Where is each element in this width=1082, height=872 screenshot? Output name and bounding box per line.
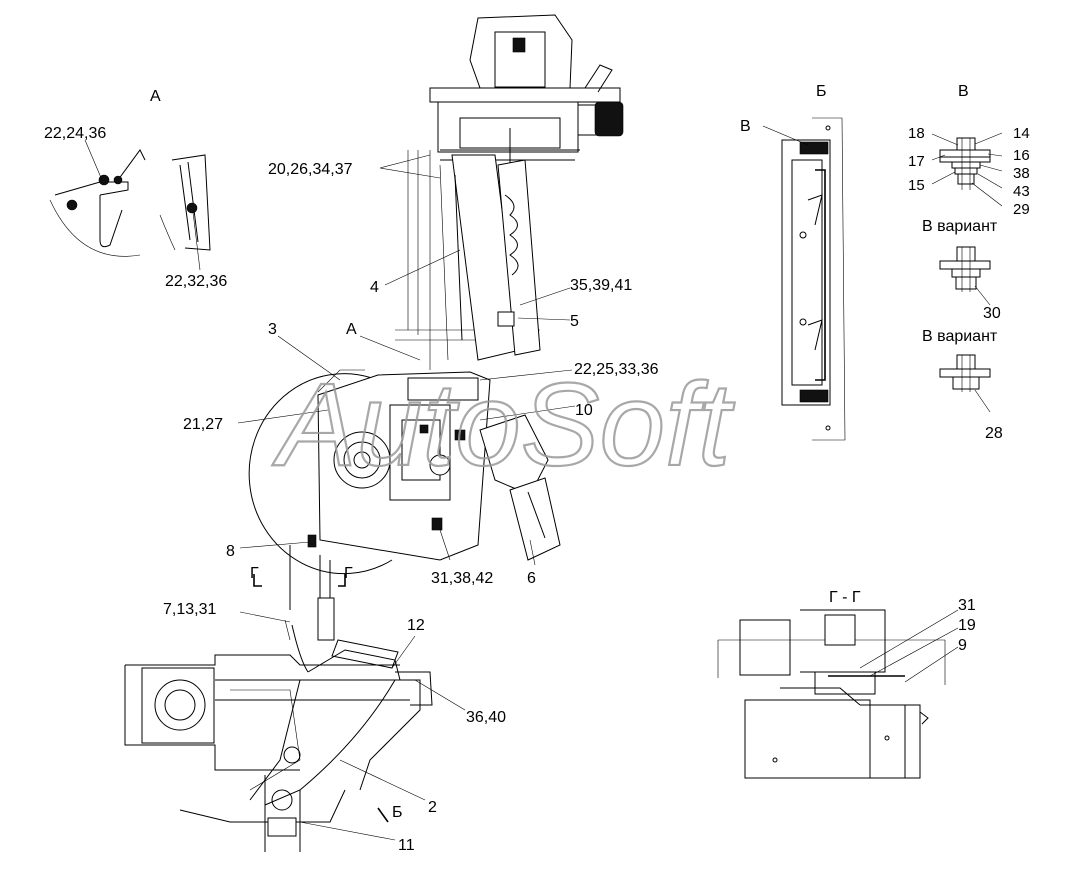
callouts: 20,26,34,37 4 35,39,41 5 3 А 22,25,33,36… (163, 154, 659, 854)
section-marks: Г Г (250, 565, 353, 587)
column (451, 154, 541, 361)
view-b-label-v: В (740, 118, 751, 135)
watermark: AutoSoft (272, 359, 735, 491)
lower-frame (124, 654, 433, 852)
section-gg-label-9: 9 (958, 637, 967, 654)
callout-5: 5 (570, 313, 579, 330)
section-gg-label-19: 19 (958, 617, 976, 634)
callout-20-26-34-37: 20,26,34,37 (268, 161, 353, 178)
callout-8: 8 (226, 543, 235, 560)
detail-a-label-top: 22,24,36 (44, 125, 106, 142)
detail-a: А 22,24,36 22,32,36 (44, 88, 227, 290)
callout-22-25-33-36: 22,25,33,36 (574, 361, 659, 378)
view-v-label-17: 17 (908, 153, 925, 170)
view-v-label-15: 15 (908, 177, 925, 194)
section-gg-title: Г - Г (829, 589, 861, 606)
detail-a-label-bottom: 22,32,36 (165, 273, 227, 290)
callout-a: А (346, 321, 357, 338)
callout-b: Б (392, 804, 403, 821)
view-v-variant-caption-2: В вариант (922, 328, 998, 345)
view-v: В 18 17 15 14 16 38 43 29 В вариант 30 В… (908, 83, 1030, 442)
gearbox (307, 371, 491, 561)
view-v-label-29: 29 (1013, 201, 1030, 218)
callout-31-38-42: 31,38,42 (431, 570, 493, 587)
section-gg: Г - Г 31 19 9 (717, 589, 976, 779)
view-v-variant-caption-1: В вариант (922, 218, 998, 235)
view-v-label-18: 18 (908, 125, 925, 142)
view-v-label-16: 16 (1013, 147, 1030, 164)
view-v-title: В (958, 83, 969, 100)
section-gg-label-31: 31 (958, 597, 976, 614)
callout-10: 10 (575, 402, 593, 419)
view-v-label-14: 14 (1013, 125, 1030, 142)
callout-11: 11 (398, 837, 415, 854)
section-mark-left: Г (250, 565, 259, 582)
view-v-label-28: 28 (985, 425, 1003, 442)
callout-2: 2 (428, 799, 437, 816)
callout-6: 6 (527, 570, 536, 587)
callout-21-27: 21,27 (183, 416, 223, 433)
view-b-title: Б (816, 83, 827, 100)
callout-12: 12 (407, 617, 425, 634)
callout-4: 4 (370, 279, 379, 296)
section-mark-right: Г (344, 565, 353, 582)
callout-36-40: 36,40 (466, 709, 506, 726)
top-mount (429, 14, 624, 200)
callout-35-39-41: 35,39,41 (570, 277, 632, 294)
callout-3: 3 (268, 321, 277, 338)
detail-a-title: А (150, 88, 161, 105)
main-assembly: Г Г (124, 14, 624, 852)
view-b: Б В (740, 83, 846, 441)
outlet-elbow (479, 414, 561, 561)
hose (249, 619, 401, 806)
view-v-label-43: 43 (1013, 183, 1030, 200)
view-v-label-38: 38 (1013, 165, 1030, 182)
view-v-label-30: 30 (983, 305, 1001, 322)
callout-7-13-31: 7,13,31 (163, 601, 216, 618)
